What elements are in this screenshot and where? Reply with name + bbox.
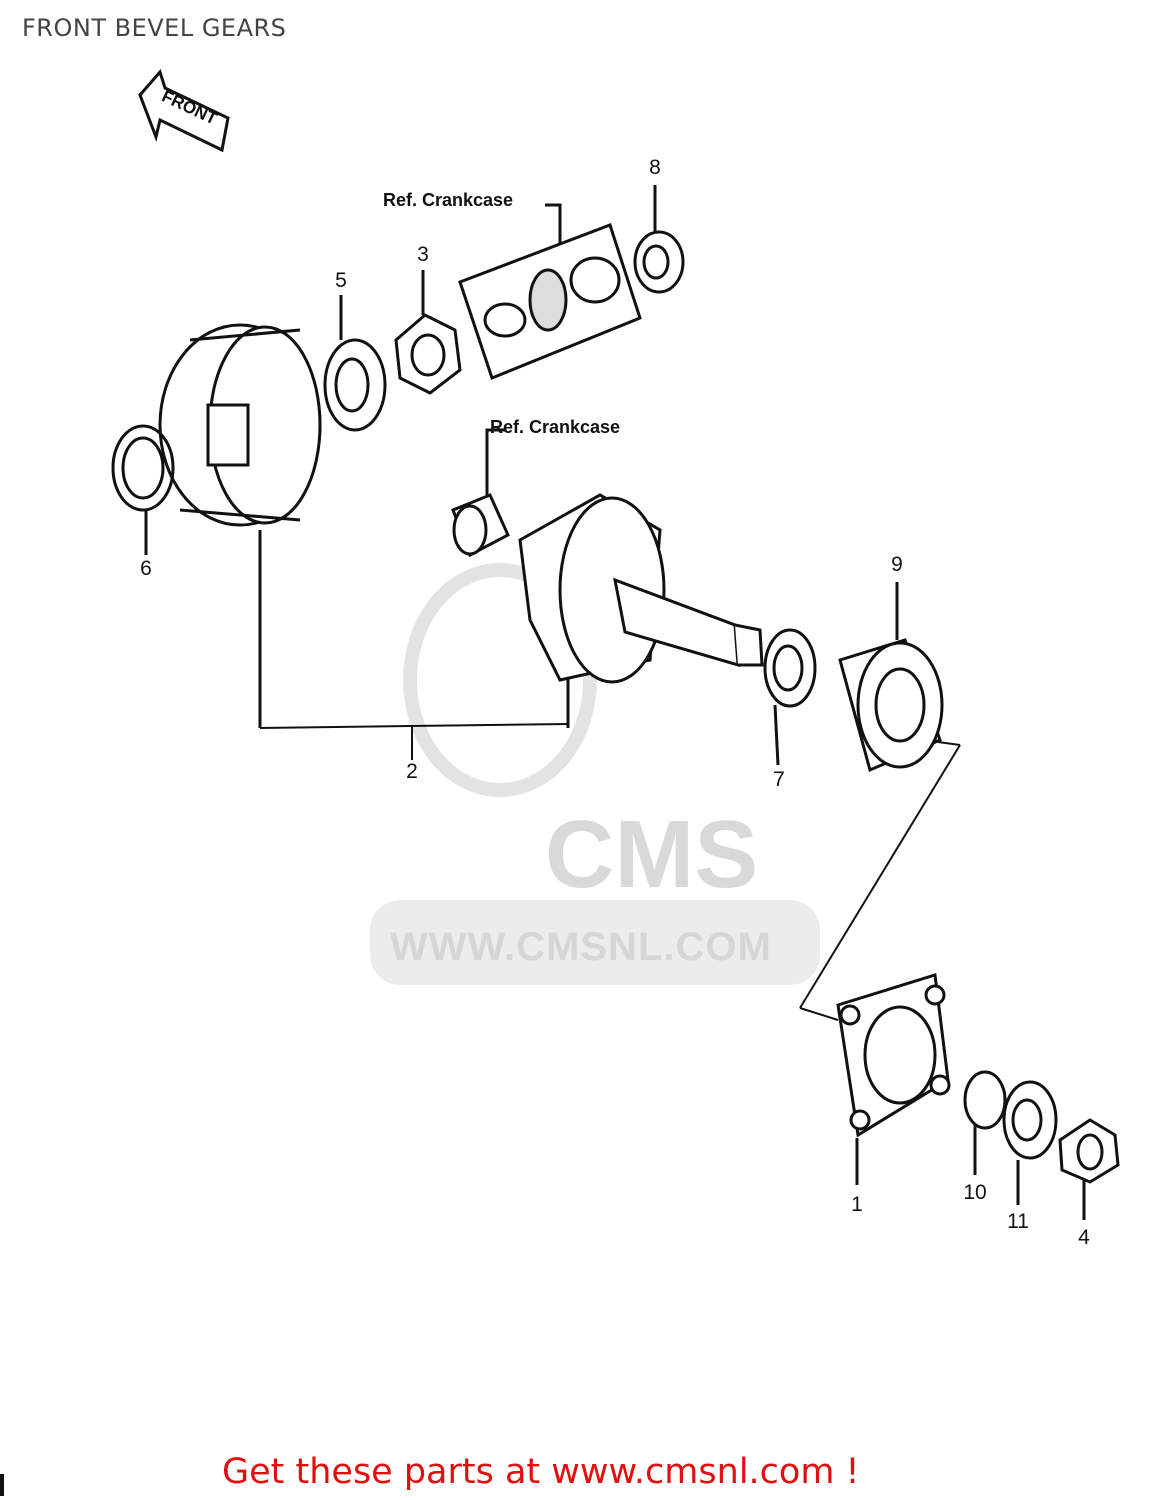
part-9-ball-bearing — [838, 582, 944, 773]
page-title: FRONT BEVEL GEARS — [22, 14, 287, 42]
callout-3: 3 — [417, 243, 429, 266]
ref-crankcase-label-top: Ref. Crankcase — [383, 190, 514, 210]
part-8-washer — [633, 185, 685, 294]
part-7-washer — [763, 628, 817, 766]
part-10-circlip — [963, 1070, 1007, 1175]
ref-crankcase-label-mid: Ref. Crankcase — [490, 417, 621, 437]
callout-5: 5 — [335, 269, 347, 292]
part-11-washer — [1002, 1080, 1058, 1205]
watermark-url: WWW.CMSNL.COM — [390, 925, 772, 969]
needle-bearing — [451, 428, 510, 558]
callout-11: 11 — [1007, 1210, 1029, 1233]
callout-1: 1 — [851, 1193, 863, 1216]
callout-2-bracket — [259, 723, 569, 760]
assembly-line — [799, 741, 961, 1021]
part-2-drive-bevel-gear — [518, 493, 764, 728]
part-4-nut — [1058, 1118, 1120, 1220]
callout-9: 9 — [891, 553, 903, 576]
front-arrow-icon — [138, 68, 230, 153]
part-6-washer — [111, 424, 175, 555]
watermark-figure — [370, 563, 820, 985]
callout-8: 8 — [649, 156, 661, 179]
callout-6: 6 — [140, 557, 152, 580]
corner-mark — [0, 1474, 4, 1496]
part-2-driven-bevel-gear — [158, 323, 322, 728]
callout-10: 10 — [963, 1181, 987, 1204]
callout-4: 4 — [1078, 1226, 1090, 1249]
get-parts-link[interactable]: Get these parts at www.cmsnl.com ! — [222, 1452, 860, 1492]
callout-7: 7 — [773, 768, 785, 791]
watermark-logo: CMS — [545, 801, 759, 908]
part-5-washer — [323, 295, 387, 432]
part-1-output-flange — [836, 973, 951, 1185]
crankcase-bearing-box — [458, 203, 642, 380]
part-3-nut — [394, 270, 462, 395]
callout-2: 2 — [406, 760, 418, 783]
